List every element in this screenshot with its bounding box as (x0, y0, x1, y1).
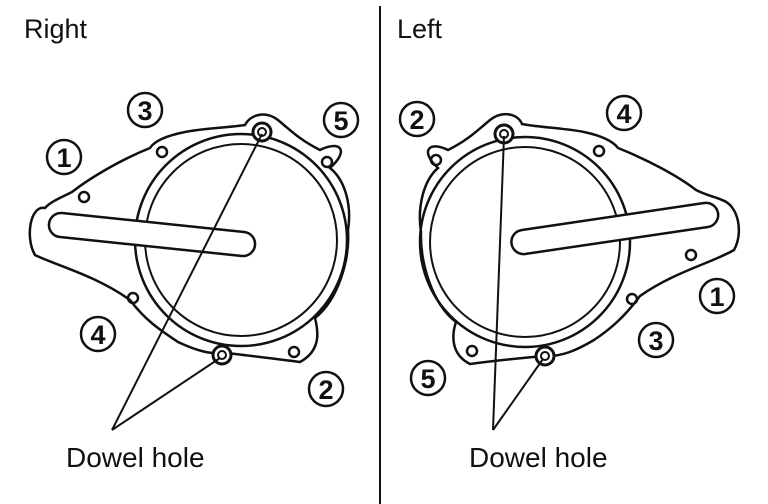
left-panel-title: Left (397, 14, 443, 44)
svg-text:2: 2 (318, 375, 333, 405)
right-panel-title: Right (24, 14, 88, 44)
svg-text:3: 3 (648, 326, 663, 356)
right-callout-5: 5 (322, 101, 360, 139)
left-callout-4: 4 (605, 94, 643, 132)
left-dowel-hole-bottom (534, 345, 556, 367)
right-bolt-hole-5 (320, 155, 334, 169)
right-gasket-outline (28, 113, 351, 364)
svg-text:3: 3 (137, 96, 152, 126)
right-leader-top (111, 133, 263, 431)
left-panel: Left 2 4 (397, 14, 741, 473)
svg-text:1: 1 (709, 282, 724, 312)
right-callout-2: 2 (307, 370, 345, 408)
right-dowel-hole-top (251, 121, 273, 143)
right-bolt-hole-4 (126, 291, 140, 305)
right-callout-4: 4 (79, 315, 117, 353)
left-bolt-hole-4 (592, 144, 606, 158)
right-dowel-hole-label: Dowel hole (66, 442, 205, 473)
right-bolt-hole-2 (287, 345, 301, 359)
right-leader-bottom (111, 357, 221, 431)
svg-text:4: 4 (616, 99, 631, 129)
left-inner-ring-outer (418, 135, 632, 349)
right-slot (47, 211, 257, 258)
left-callout-1: 1 (698, 277, 736, 315)
left-bolt-hole-1 (684, 248, 698, 262)
right-callout-3: 3 (126, 91, 164, 129)
svg-text:5: 5 (333, 106, 348, 136)
left-callout-2: 2 (398, 100, 436, 138)
svg-text:5: 5 (420, 364, 435, 394)
left-slot (510, 201, 720, 256)
left-bolt-hole-2 (429, 153, 443, 167)
right-bolt-hole-1 (77, 190, 91, 204)
svg-text:4: 4 (90, 320, 105, 350)
right-callout-1: 1 (45, 138, 83, 176)
left-callout-3: 3 (637, 321, 675, 359)
left-bolt-hole-3 (625, 292, 639, 306)
left-gasket-outline (418, 112, 741, 366)
left-callout-5: 5 (409, 359, 447, 397)
left-leader-top (492, 135, 505, 431)
left-inner-ring-inner (429, 146, 621, 338)
svg-text:2: 2 (409, 105, 424, 135)
right-bolt-hole-3 (155, 145, 169, 159)
left-leader-bottom (492, 358, 544, 431)
right-panel: Right 1 3 (24, 14, 360, 473)
left-bolt-hole-5 (465, 344, 479, 358)
svg-text:1: 1 (56, 143, 71, 173)
left-dowel-hole-label: Dowel hole (469, 442, 608, 473)
